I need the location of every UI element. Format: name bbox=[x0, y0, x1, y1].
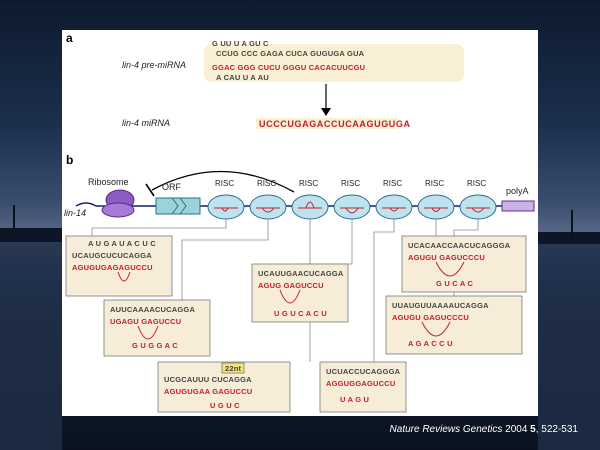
svg-text:UCACAACCAACUCAGGGA: UCACAACCAACUCAGGGA bbox=[408, 241, 511, 250]
citation: Nature Reviews Genetics 2004 5, 522-531 bbox=[390, 424, 578, 435]
ribosome-label: Ribosome bbox=[88, 177, 129, 187]
svg-text:RISC: RISC bbox=[467, 179, 486, 188]
svg-text:A U G A U A C U C: A U G A U A C U C bbox=[88, 239, 156, 248]
svg-text:RISC: RISC bbox=[257, 179, 276, 188]
svg-text:AGUGU GAGUCCCU: AGUGU GAGUCCCU bbox=[408, 253, 485, 262]
target-box-3: 22nt UCGCAUUU CUCAGGA AGUGUGAA GAGUCCU U… bbox=[157, 361, 291, 413]
svg-text:RISC: RISC bbox=[299, 179, 318, 188]
connector-5 bbox=[373, 219, 395, 362]
svg-text:G U C A C: G U C A C bbox=[436, 279, 473, 288]
pre-mirna-label: lin-4 pre-miRNA bbox=[122, 60, 186, 70]
connector-1 bbox=[91, 219, 227, 236]
svg-text:U G U C A C U: U G U C A C U bbox=[274, 309, 327, 318]
pre-top-line: CCUG CCC GAGA CUCA GUGUGA GUA bbox=[216, 49, 365, 58]
inhibition-bar bbox=[145, 183, 155, 197]
svg-text:RISC: RISC bbox=[425, 179, 444, 188]
citation-volume: 5 bbox=[530, 424, 536, 435]
mature-mirna-sequence: UCCCUGAGACCUCAAGUGUGA bbox=[259, 119, 411, 129]
svg-text:G U G G A C: G U G G A C bbox=[132, 341, 178, 350]
svg-text:AGUGUGAGAGUCCU: AGUGUGAGAGUCCU bbox=[72, 263, 153, 272]
gene-label: lin-14 bbox=[64, 208, 86, 218]
svg-text:RISC: RISC bbox=[215, 179, 234, 188]
risc-complex-5: RISC bbox=[375, 179, 413, 220]
svg-text:RISC: RISC bbox=[383, 179, 402, 188]
panel-a-letter: a bbox=[66, 31, 73, 45]
svg-text:AGUGUGAA GAGUCCU: AGUGUGAA GAGUCCU bbox=[164, 387, 252, 396]
ribosome-icon bbox=[101, 189, 135, 218]
target-box-5: UCUACCUCAGGGA AGGUGGAGUCCU U A G U bbox=[319, 361, 407, 413]
connector-4 bbox=[298, 219, 353, 265]
svg-text:U A G U: U A G U bbox=[340, 395, 369, 404]
citation-journal: Nature Reviews Genetics bbox=[389, 424, 503, 435]
target-box-7: UUAUGUUAAAAUCAGGA AGUGU GAGUCCCU A G A C… bbox=[385, 295, 523, 355]
connector-2 bbox=[181, 219, 269, 300]
svg-text:AGUGU GAGUCCCU: AGUGU GAGUCCCU bbox=[392, 313, 469, 322]
risc-complex-3: RISC bbox=[291, 179, 329, 220]
svg-text:UCAUGCUCUCAGGA: UCAUGCUCUCAGGA bbox=[72, 251, 152, 260]
svg-text:UGAGU GAGUCCU: UGAGU GAGUCCU bbox=[110, 317, 181, 326]
risc-complex-1: RISC bbox=[207, 179, 245, 220]
polya-label: polyA bbox=[506, 186, 529, 196]
nt-tag: 22nt bbox=[225, 364, 242, 373]
pre-top-loops: G UU U A GU C bbox=[212, 39, 269, 48]
pre-bot-loops: A CAU U A AU bbox=[216, 73, 269, 82]
citation-pages: , 522-531 bbox=[535, 424, 578, 435]
pre-mirna-hairpin: G UU U A GU C CCUG CCC GAGA CUCA GUGUGA … bbox=[204, 39, 464, 82]
svg-text:UCAUUGAACUCAGGA: UCAUUGAACUCAGGA bbox=[258, 269, 344, 278]
mirna-label: lin-4 miRNA bbox=[122, 118, 170, 128]
target-box-1: A U G A U A C U C UCAUGCUCUCAGGA AGUGUGA… bbox=[65, 235, 173, 297]
figure-panel: a lin-4 pre-miRNA G UU U A GU C CCUG CCC… bbox=[62, 30, 538, 416]
target-box-2: AUUCAAAACUCAGGA UGAGU GAGUCCU G U G G A … bbox=[103, 299, 211, 357]
risc-complex-6: RISC bbox=[417, 179, 455, 220]
svg-text:AGUG GAGUCCU: AGUG GAGUCCU bbox=[258, 281, 324, 290]
polya-block bbox=[501, 200, 535, 212]
processing-arrowhead bbox=[321, 108, 331, 116]
svg-text:AGGUGGAGUCCU: AGGUGGAGUCCU bbox=[326, 379, 395, 388]
citation-year: 2004 bbox=[505, 424, 528, 435]
inhibition-arc bbox=[151, 170, 295, 193]
svg-text:RISC: RISC bbox=[341, 179, 360, 188]
target-box-6: UCACAACCAACUCAGGGA AGUGU GAGUCCCU G U C … bbox=[401, 235, 527, 293]
svg-text:A G A C C U: A G A C C U bbox=[408, 339, 453, 348]
svg-text:UCGCAUUU CUCAGGA: UCGCAUUU CUCAGGA bbox=[164, 375, 252, 384]
risc-complex-4: RISC bbox=[333, 179, 371, 220]
mrna-strand bbox=[75, 202, 532, 207]
pre-bot-line: GGAC GGG CUCU GGGU CACACUUCGU bbox=[212, 63, 365, 72]
svg-text:AUUCAAAACUCAGGA: AUUCAAAACUCAGGA bbox=[110, 305, 195, 314]
risc-complex-7: RISC bbox=[459, 179, 497, 220]
svg-text:U G U C: U G U C bbox=[210, 401, 240, 410]
mirna-diagram: a lin-4 pre-miRNA G UU U A GU C CCUG CCC… bbox=[64, 31, 535, 413]
svg-text:UCUACCUCAGGGA: UCUACCUCAGGGA bbox=[326, 367, 401, 376]
target-box-4: UCAUUGAACUCAGGA AGUG GAGUCCU U G U C A C… bbox=[251, 263, 349, 323]
panel-b-letter: b bbox=[66, 153, 73, 167]
orf-label: ORF bbox=[162, 182, 182, 192]
svg-text:UUAUGUUAAAAUCAGGA: UUAUGUUAAAAUCAGGA bbox=[392, 301, 489, 310]
